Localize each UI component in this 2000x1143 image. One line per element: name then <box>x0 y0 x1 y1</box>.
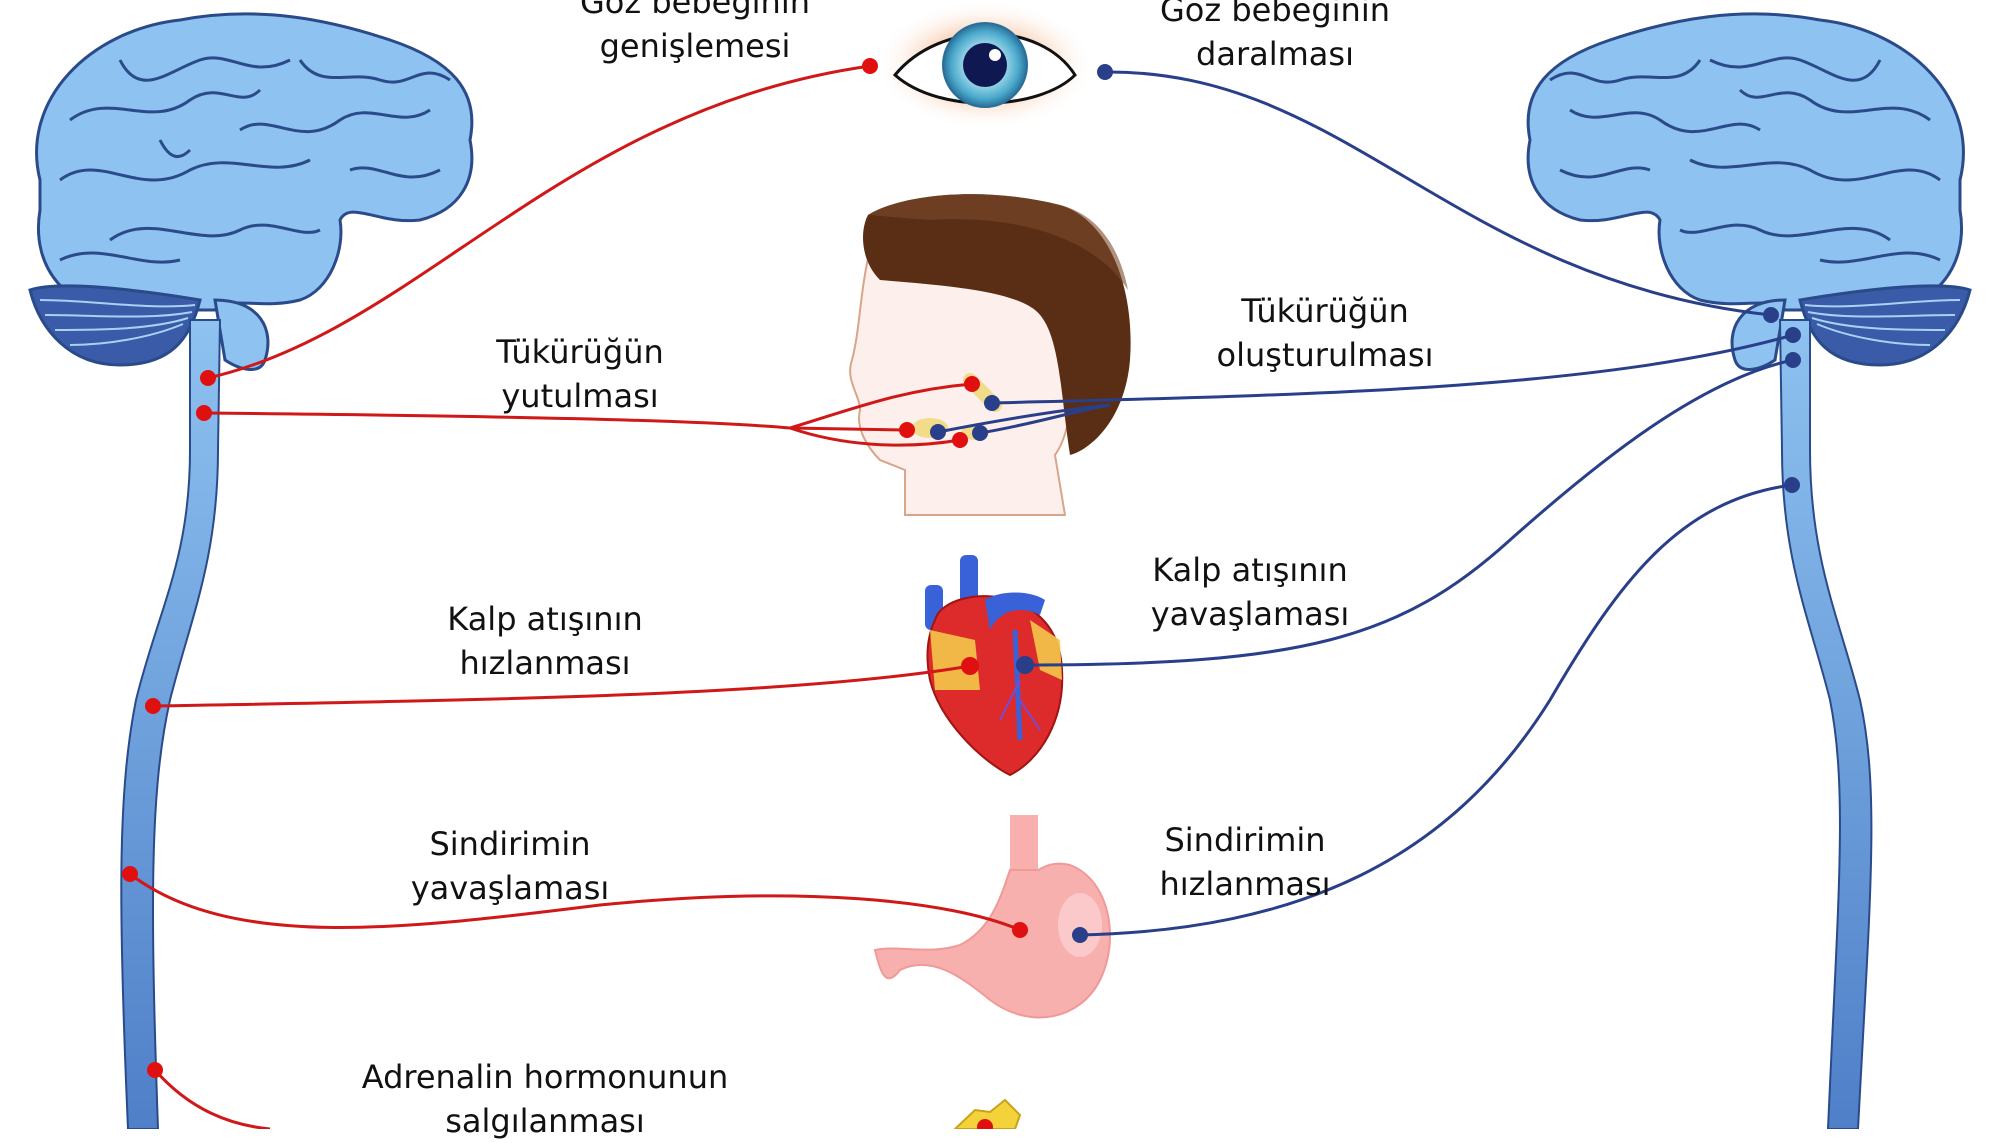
heart-icon <box>925 555 1064 777</box>
parasympathetic-node <box>1785 327 1801 343</box>
label-sympathetic-pupil: Göz bebeğinin genişlemesi <box>580 0 810 65</box>
parasympathetic-node <box>984 395 1000 411</box>
sympathetic-node <box>862 58 878 74</box>
sympathetic-node <box>196 405 212 421</box>
parasympathetic-node <box>1016 656 1034 674</box>
parasympathetic-node <box>1784 477 1800 493</box>
label-sympathetic-heart: Kalp atışının hızlanması <box>447 600 643 682</box>
stomach-icon <box>873 815 1111 1019</box>
parasympathetic-nerve-heart <box>1024 358 1794 667</box>
parasympathetic-nerve-saliva-3 <box>979 403 1111 435</box>
parasympathetic-node <box>1763 307 1779 323</box>
sympathetic-node <box>964 376 980 392</box>
sympathetic-nerve-saliva-1 <box>203 382 973 430</box>
parasympathetic-nerve-pupil <box>1104 70 1772 317</box>
parasympathetic-node <box>972 425 988 441</box>
label-parasympathetic-digestion: Sindirimin hızlanması <box>1159 821 1331 903</box>
parasympathetic-node <box>1097 64 1113 80</box>
right-brain-icon <box>1526 12 1972 371</box>
left-spinal-cord <box>120 319 222 1129</box>
sympathetic-node <box>145 698 161 714</box>
label-sympathetic-digestion: Sindirimin yavaşlaması <box>410 825 610 907</box>
parasympathetic-nerve-digestion <box>1079 483 1793 937</box>
sympathetic-node <box>977 1119 993 1129</box>
parasympathetic-nerve-saliva-2 <box>937 403 1111 434</box>
sympathetic-nerve-heart <box>152 664 971 708</box>
parasympathetic-node <box>1785 352 1801 368</box>
sympathetic-nerve-saliva-3 <box>789 426 961 447</box>
parasympathetic-node <box>1072 927 1088 943</box>
label-parasympathetic-saliva: Tükürüğün oluşturulması <box>1216 292 1434 374</box>
sympathetic-node <box>200 370 216 386</box>
head-profile-icon <box>849 194 1131 516</box>
sympathetic-node <box>961 657 979 675</box>
label-parasympathetic-pupil: Göz bebeğinin daralması <box>1160 0 1390 73</box>
sympathetic-node <box>899 422 915 438</box>
sympathetic-nerve-digestion <box>129 872 1021 932</box>
label-parasympathetic-heart: Kalp atışının yavaşlaması <box>1150 551 1350 633</box>
sympathetic-node <box>1012 922 1028 938</box>
sympathetic-node <box>122 866 138 882</box>
eye-icon <box>875 0 1095 130</box>
sympathetic-nerve-saliva-2 <box>789 426 908 432</box>
label-sympathetic-adrenaline: Adrenalin hormonunun salgılanması <box>361 1058 729 1140</box>
parasympathetic-nerve-saliva-1 <box>991 333 1794 405</box>
sympathetic-nerve-adrenaline <box>153 1069 271 1129</box>
sympathetic-node <box>147 1062 163 1078</box>
right-spinal-cord <box>1778 319 1873 1129</box>
label-sympathetic-saliva: Tükürüğün yutulması <box>496 333 664 415</box>
parasympathetic-node <box>930 424 946 440</box>
left-brain-icon <box>28 12 474 371</box>
sympathetic-node <box>952 432 968 448</box>
adrenal-gland-icon <box>953 1098 1022 1129</box>
sympathetic-nerve-pupil <box>207 64 871 380</box>
